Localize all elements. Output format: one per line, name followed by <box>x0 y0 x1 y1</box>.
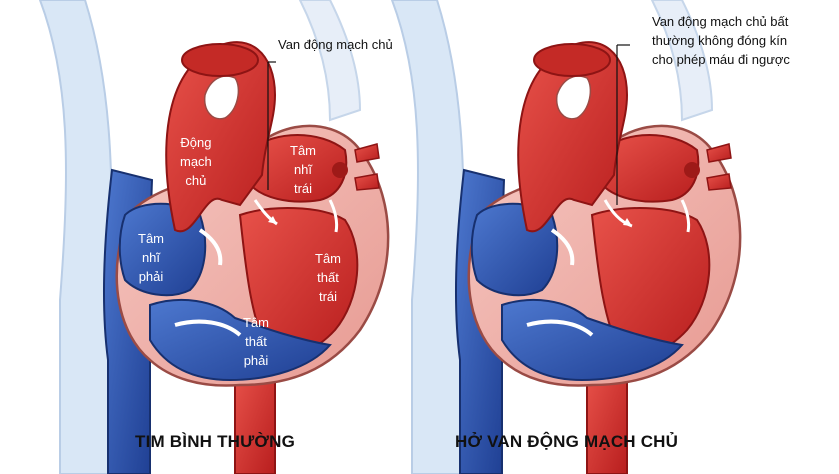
backflow-arrow <box>603 199 633 228</box>
normal-flow-arrow <box>253 199 278 226</box>
right-ventricle-label: Tâm thất phải <box>243 315 269 368</box>
valve-callout-label: Van động mạch chủ <box>278 37 393 52</box>
defect-callout-label: Van động mạch chủ bất thường không đóng … <box>652 14 790 67</box>
regurgitation-heart-illustration <box>390 0 743 474</box>
left-ventricle-label: Tâm thất trái <box>315 251 341 304</box>
regurgitation-caption: HỞ VAN ĐỘNG MẠCH CHỦ <box>455 432 679 451</box>
normal-heart-illustration <box>38 0 391 474</box>
left-atrium-label: Tâm nhĩ trái <box>290 143 316 196</box>
right-atrium-label: Tâm nhĩ phải <box>138 231 164 284</box>
normal-heart-caption: TIM BÌNH THƯỜNG <box>135 432 296 451</box>
aorta-label: Động mạch chủ <box>180 135 212 188</box>
